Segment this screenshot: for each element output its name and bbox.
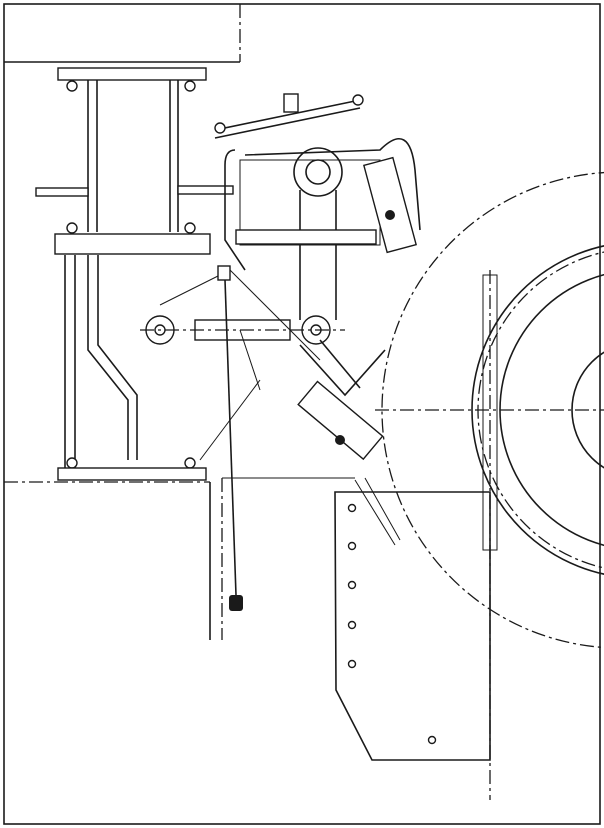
scraper-mechanism <box>140 93 421 546</box>
counterweight <box>217 265 243 611</box>
bottom-left-block <box>4 477 355 640</box>
scraper-plate <box>334 491 491 761</box>
support-column <box>35 67 234 481</box>
top-left-block <box>4 4 241 63</box>
drawing-border <box>3 3 601 825</box>
